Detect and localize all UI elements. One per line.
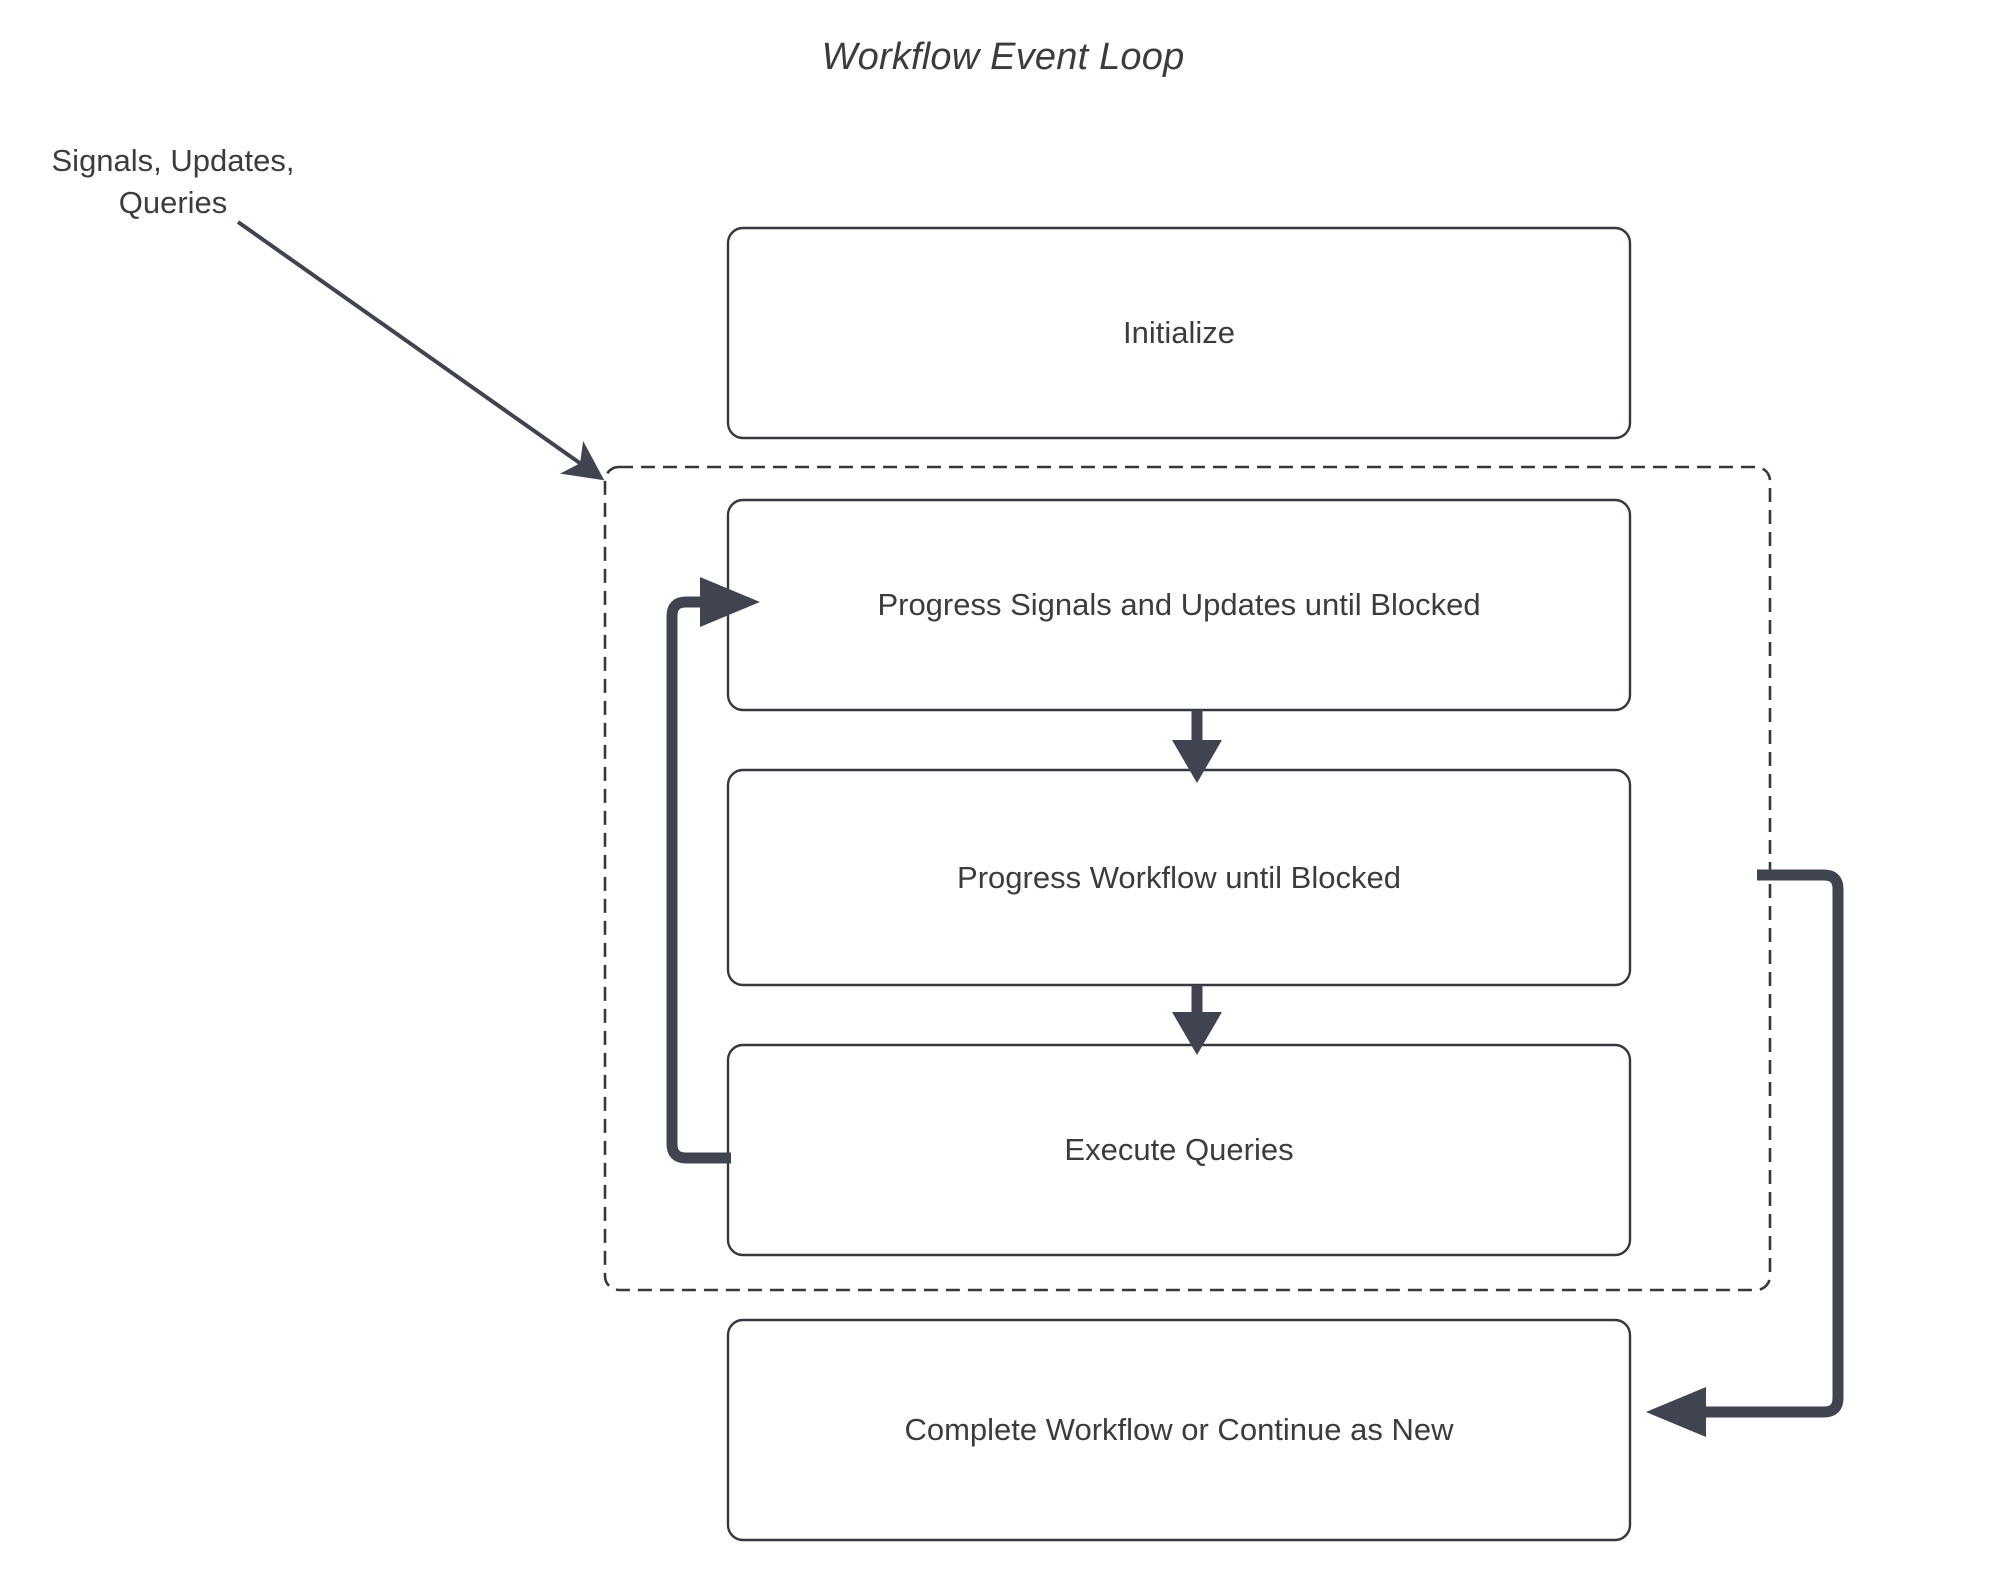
arrow-workflow-to-queries xyxy=(1172,985,1222,1055)
arrow-signals-to-workflow xyxy=(1172,710,1222,783)
event-loop-container xyxy=(603,465,1772,1292)
exit-loop-arrow xyxy=(1646,869,1844,1437)
node-box-initialize[interactable] xyxy=(726,226,1632,440)
loop-back-arrow xyxy=(666,577,760,1164)
input-signals-arrow xyxy=(236,220,605,481)
node-box-complete-workflow-or-continue-as-new[interactable] xyxy=(726,1318,1632,1542)
node-box-progress-workflow-until-blocked[interactable] xyxy=(726,768,1632,987)
node-box-progress-signals-and-updates-until-blocked[interactable] xyxy=(726,498,1632,712)
node-box-execute-queries[interactable] xyxy=(726,1043,1632,1257)
